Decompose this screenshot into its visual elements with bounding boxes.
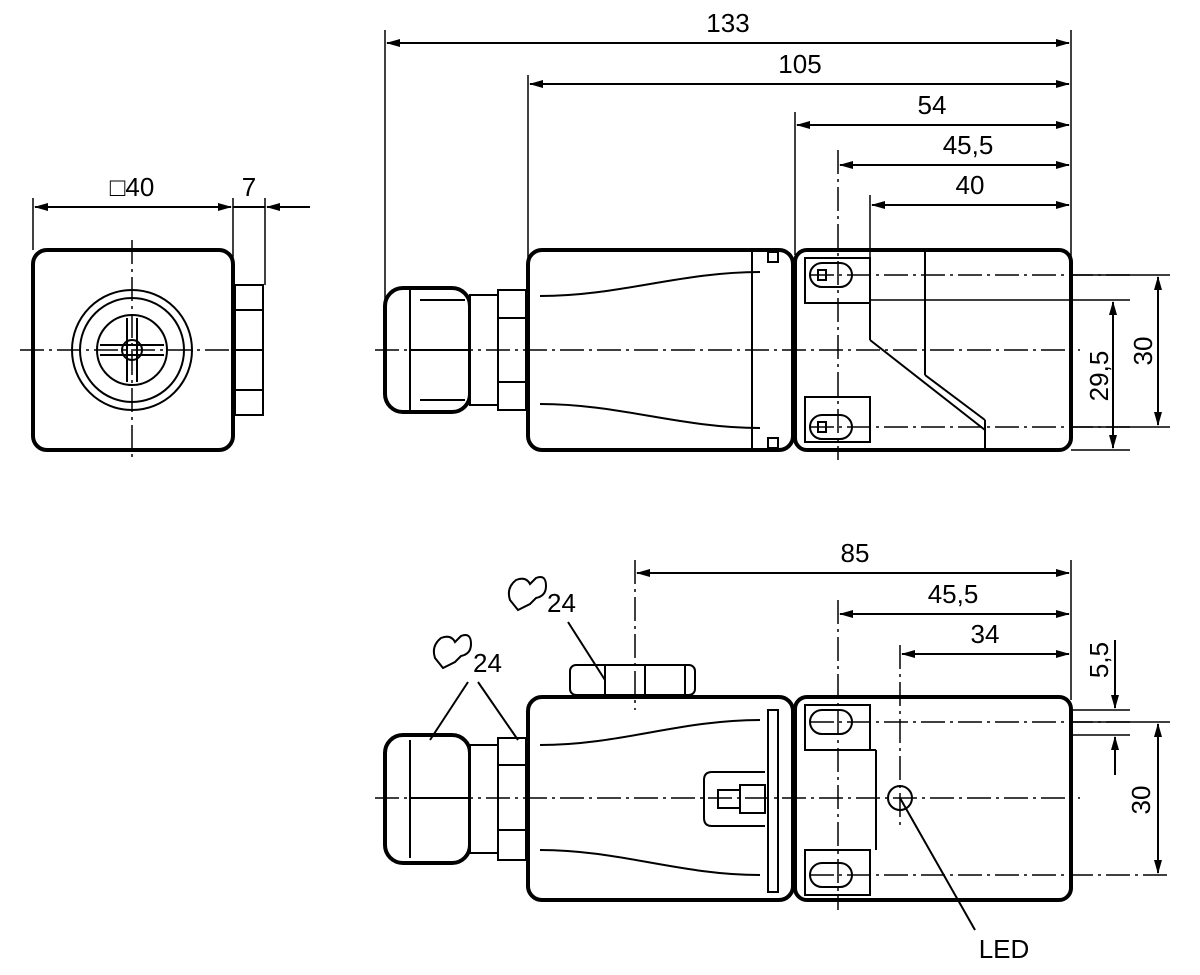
led-label: LED — [979, 934, 1030, 964]
top-connector-nut — [569, 664, 696, 696]
top-wrench-label: 24 — [547, 588, 576, 618]
wrench-icon — [432, 634, 473, 670]
top-dim-offset: 5,5 — [1084, 642, 1114, 678]
top-gland-wrench-label: 24 — [473, 648, 502, 678]
top-dim-holes: 45,5 — [928, 579, 979, 609]
side-dim-holes: 45,5 — [943, 130, 994, 160]
wrench-icon — [507, 576, 548, 612]
front-width-label: □40 — [110, 172, 155, 202]
side-dim-height: 30 — [1128, 337, 1158, 366]
front-view: □40 7 — [20, 172, 310, 460]
side-dim-total: 133 — [706, 8, 749, 38]
side-dim-face: 40 — [956, 170, 985, 200]
side-dim-hole-spacing: 29,5 — [1084, 351, 1114, 402]
top-dim-nut: 85 — [841, 538, 870, 568]
front-depth-label: 7 — [242, 172, 256, 202]
side-view: 133 105 54 45,5 40 29,5 30 — [375, 8, 1170, 460]
side-dim-body: 105 — [778, 49, 821, 79]
top-dim-led: 34 — [971, 619, 1000, 649]
side-dim-head: 54 — [918, 90, 947, 120]
top-dim-height: 30 — [1126, 786, 1156, 815]
top-view: 85 45,5 34 5,5 30 24 24 LED — [375, 538, 1170, 964]
